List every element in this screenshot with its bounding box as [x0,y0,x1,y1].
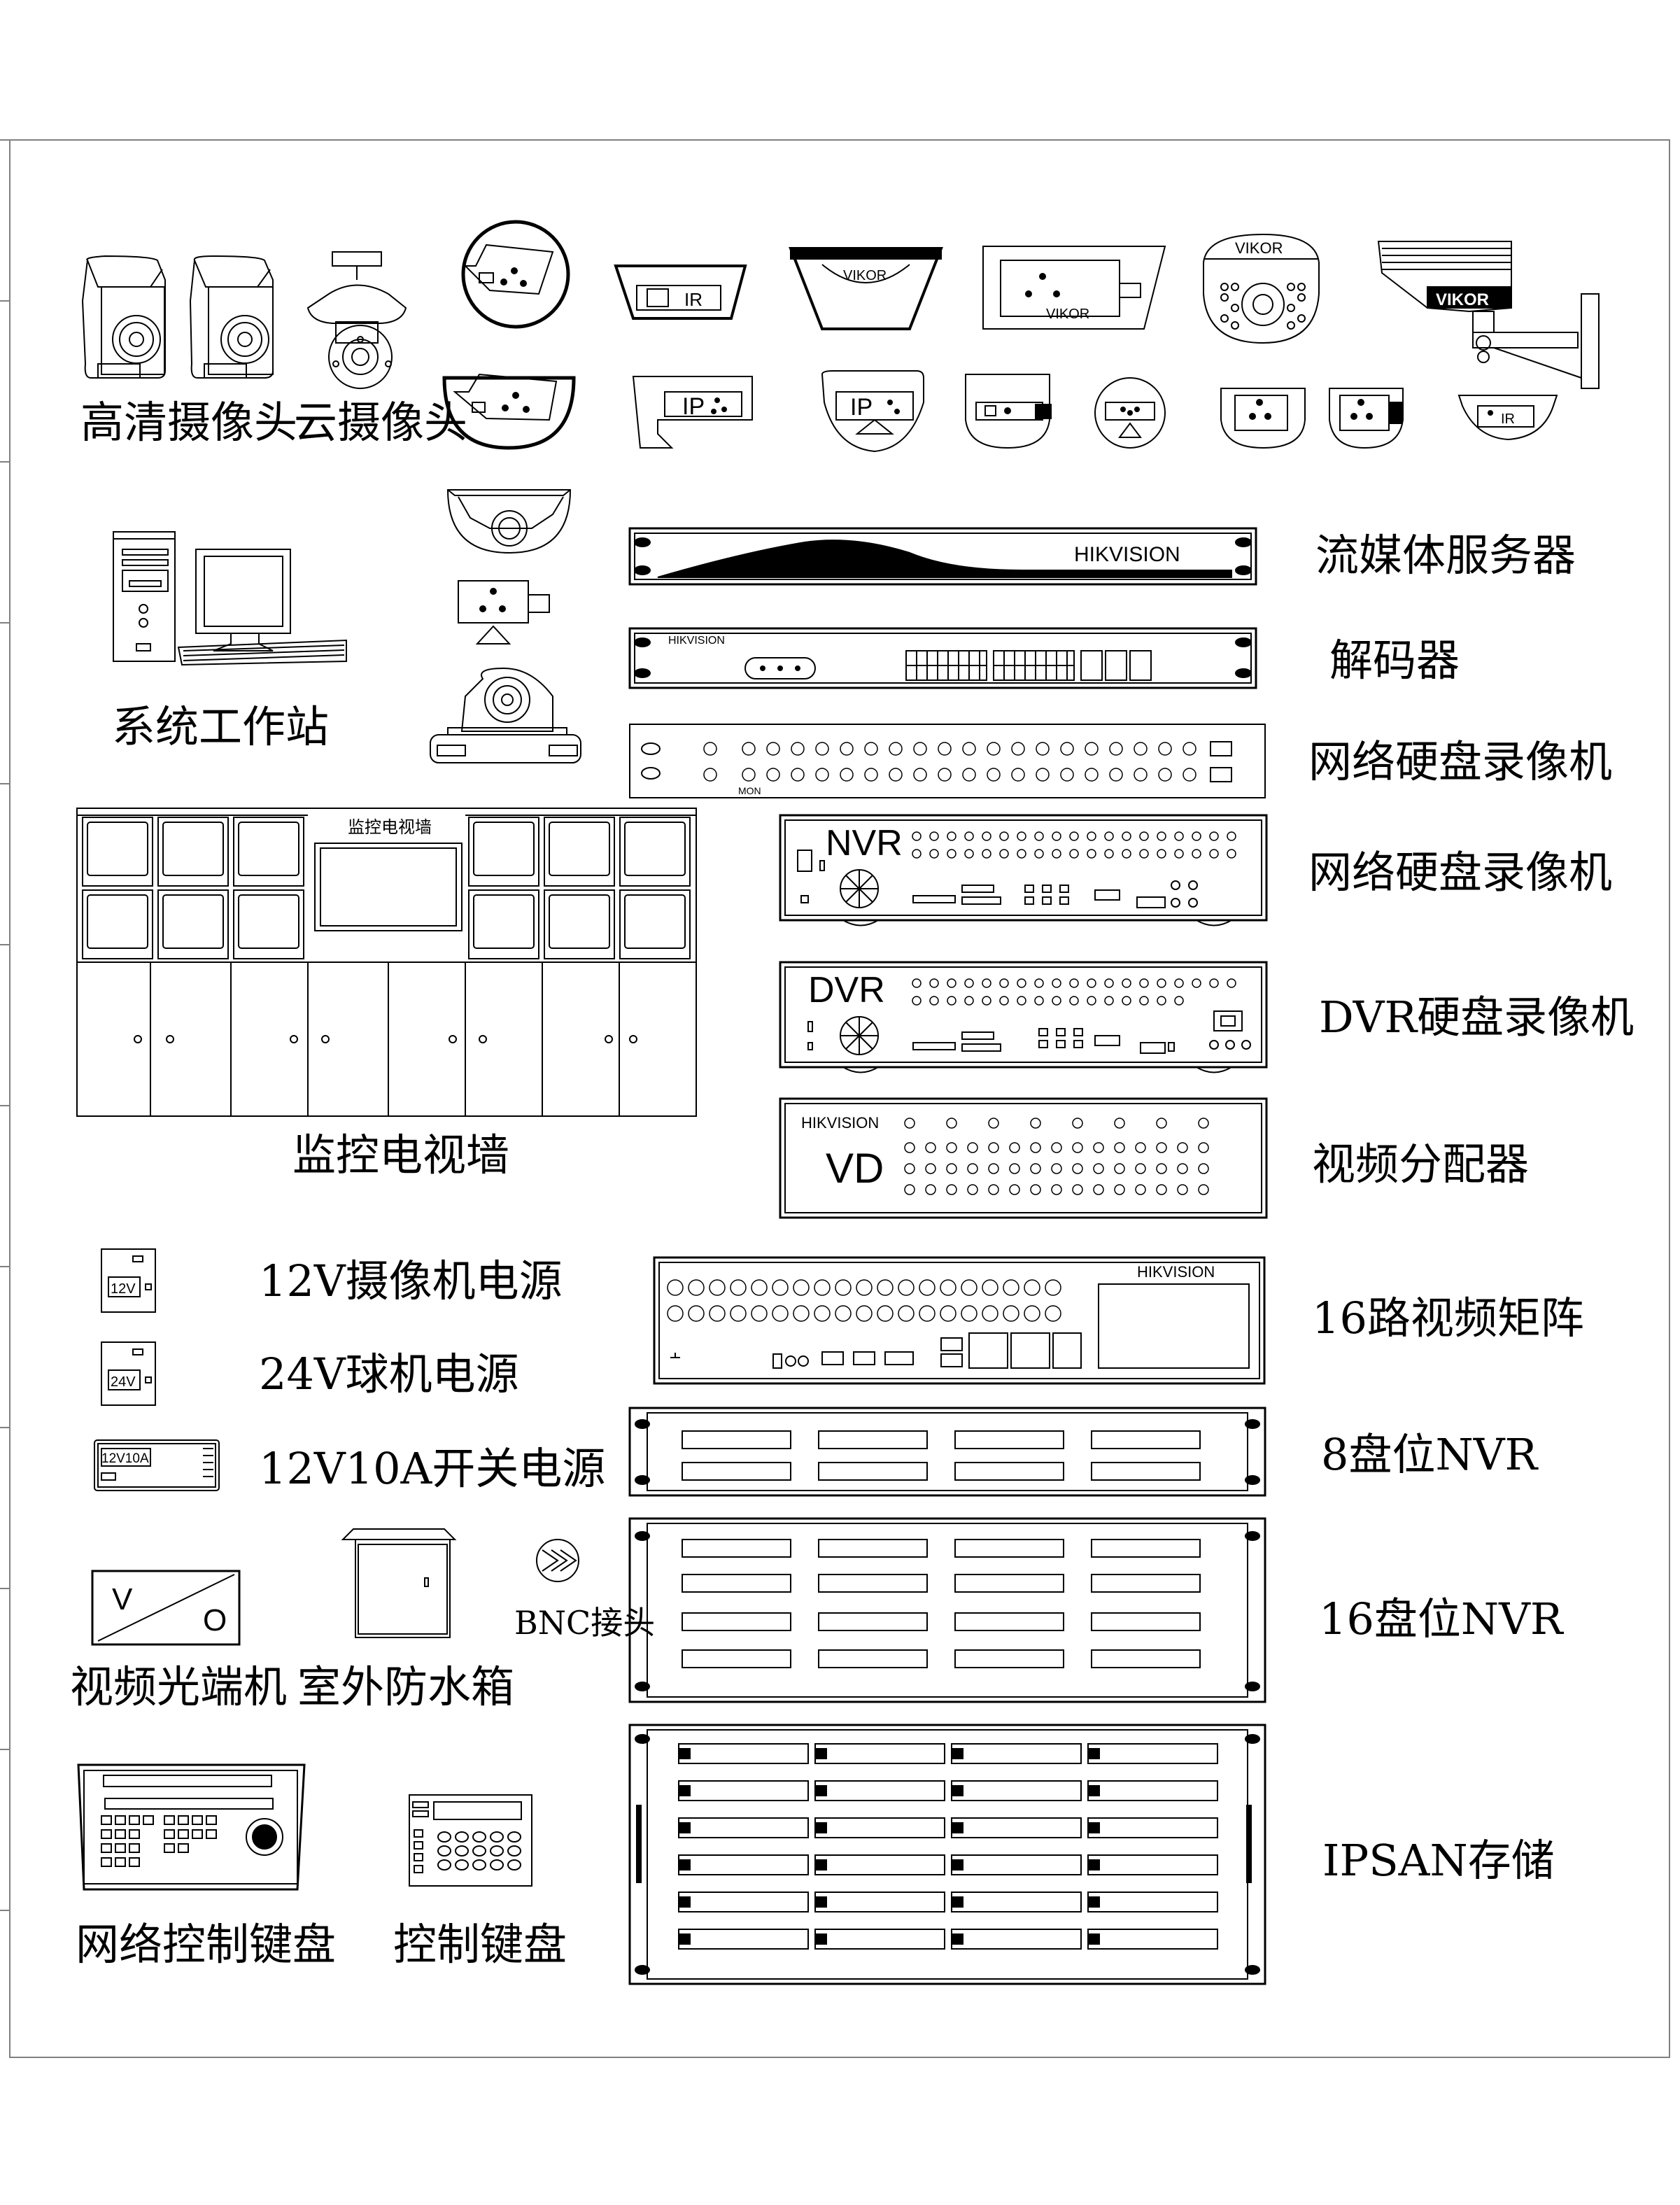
psu-24v-text: 24V [111,1374,136,1390]
fiber-transceiver-icon: V O [91,1570,241,1646]
ir-text: IR [684,289,703,310]
psu-12v-text: 12V [111,1281,136,1297]
rack-device-icon: MON [629,724,1266,798]
label-psu-24v: 24V球机电源 [259,1348,519,1400]
label-nvr-1: 网络硬盘录像机 [1308,736,1612,787]
nvr-text: NVR [826,823,903,864]
dvr-text: DVR [808,970,885,1010]
label-ipsan: IPSAN存储 [1322,1835,1555,1886]
label-ptz-camera: 云摄像头 [294,397,467,448]
vikor-text: VIKOR [843,268,887,283]
dome-camera-icon [446,489,572,554]
power-supply-icon: 12V [101,1248,156,1313]
drawing-frame [0,139,1670,2058]
transceiver-v-text: V [112,1582,133,1616]
transceiver-o-text: O [203,1603,227,1637]
dome-camera-icon [1220,388,1306,449]
rack-device-icon: DVR [779,961,1268,1073]
label-nvr-8bay: 8盘位NVR [1321,1429,1539,1480]
psu-12v10a-text: 12V10A [101,1451,149,1466]
vikor-text: VIKOR [1436,290,1489,309]
rack-device-icon: NVR [779,814,1268,927]
label-keyboard: 控制键盘 [393,1919,567,1970]
label-psu-12v10a: 12V10A开关电源 [259,1443,605,1494]
label-decoder: 解码器 [1329,635,1460,686]
outdoor-box-icon [341,1528,457,1638]
hd-camera-icon [189,255,274,379]
dome-camera-icon [442,373,576,450]
dome-camera-icon [461,220,570,329]
rack-device-icon [628,1517,1266,1703]
monitor-icon [76,808,697,1117]
label-bnc: BNC接头 [514,1604,655,1642]
vikor-text: VIKOR [1235,239,1283,257]
ip-text: IP [682,393,705,420]
hikvision-text: HIKVISION [1074,543,1180,566]
ir-text: IR [1501,411,1515,427]
dome-camera-icon [1329,388,1404,449]
label-psu-12v: 12V摄像机电源 [259,1255,563,1306]
rack-device-icon: HIKVISION [628,527,1257,586]
bullet-camera-icon: VIKOR [982,246,1166,330]
keyboard-icon [409,1794,532,1887]
bullet-camera-icon [458,580,550,644]
hikvision-text: HIKVISION [668,635,725,647]
label-video-wall: 监控电视墙 [292,1129,509,1181]
label-video-distributor: 视频分配器 [1312,1139,1529,1190]
power-supply-icon: 24V [101,1341,156,1406]
ptz-camera-icon [306,251,407,389]
rack-device-icon: HIKVISION [628,627,1257,689]
hikvision-text: HIKVISION [801,1114,879,1132]
label-streaming-server: 流媒体服务器 [1315,530,1576,581]
rack-device-icon [628,1724,1266,1985]
hikvision-text: HIKVISION [1137,1263,1215,1281]
label-dvr: DVR硬盘录像机 [1319,992,1634,1043]
label-outdoor-box: 室外防水箱 [297,1661,514,1712]
label-fiber-transceiver: 视频光端机 [70,1661,287,1712]
ip-camera-icon: IP [821,370,924,453]
rack-device-icon: HIKVISION VD [779,1097,1268,1219]
keyboard-icon [77,1763,306,1891]
video-wall-header: 监控电视墙 [348,817,432,837]
ip-camera-icon: IP [632,376,753,449]
vikor-text: VIKOR [1046,307,1089,322]
label-nvr-2: 网络硬盘录像机 [1308,847,1612,898]
ip-camera-icon [1094,377,1166,449]
dome-camera-icon: VIKOR [789,247,943,330]
power-supply-icon: 12V10A [94,1439,220,1491]
ptz-camera-icon [430,667,581,763]
label-nvr-16bay: 16盘位NVR [1319,1593,1565,1644]
label-hd-camera: 高清摄像头 [80,397,297,448]
rack-device-icon [628,1407,1266,1497]
bullet-camera-icon [965,374,1052,449]
label-matrix-16: 16路视频矩阵 [1312,1292,1584,1344]
dome-camera-icon: VIKOR [1203,233,1320,344]
mon-text: MON [738,785,761,796]
bullet-camera-icon: VIKOR [1377,241,1600,389]
ir-camera-icon: IR [1457,395,1558,441]
vd-text: VD [826,1145,884,1192]
ir-camera-icon: IR [614,265,747,320]
hd-camera-icon [81,255,166,379]
ip-text: IP [850,394,873,421]
bnc-connector-icon [536,1539,579,1582]
label-workstation: 系统工作站 [112,701,329,752]
computer-icon [113,531,347,666]
rack-device-icon: HIKVISION [653,1256,1266,1385]
label-net-keyboard: 网络控制键盘 [76,1919,336,1970]
